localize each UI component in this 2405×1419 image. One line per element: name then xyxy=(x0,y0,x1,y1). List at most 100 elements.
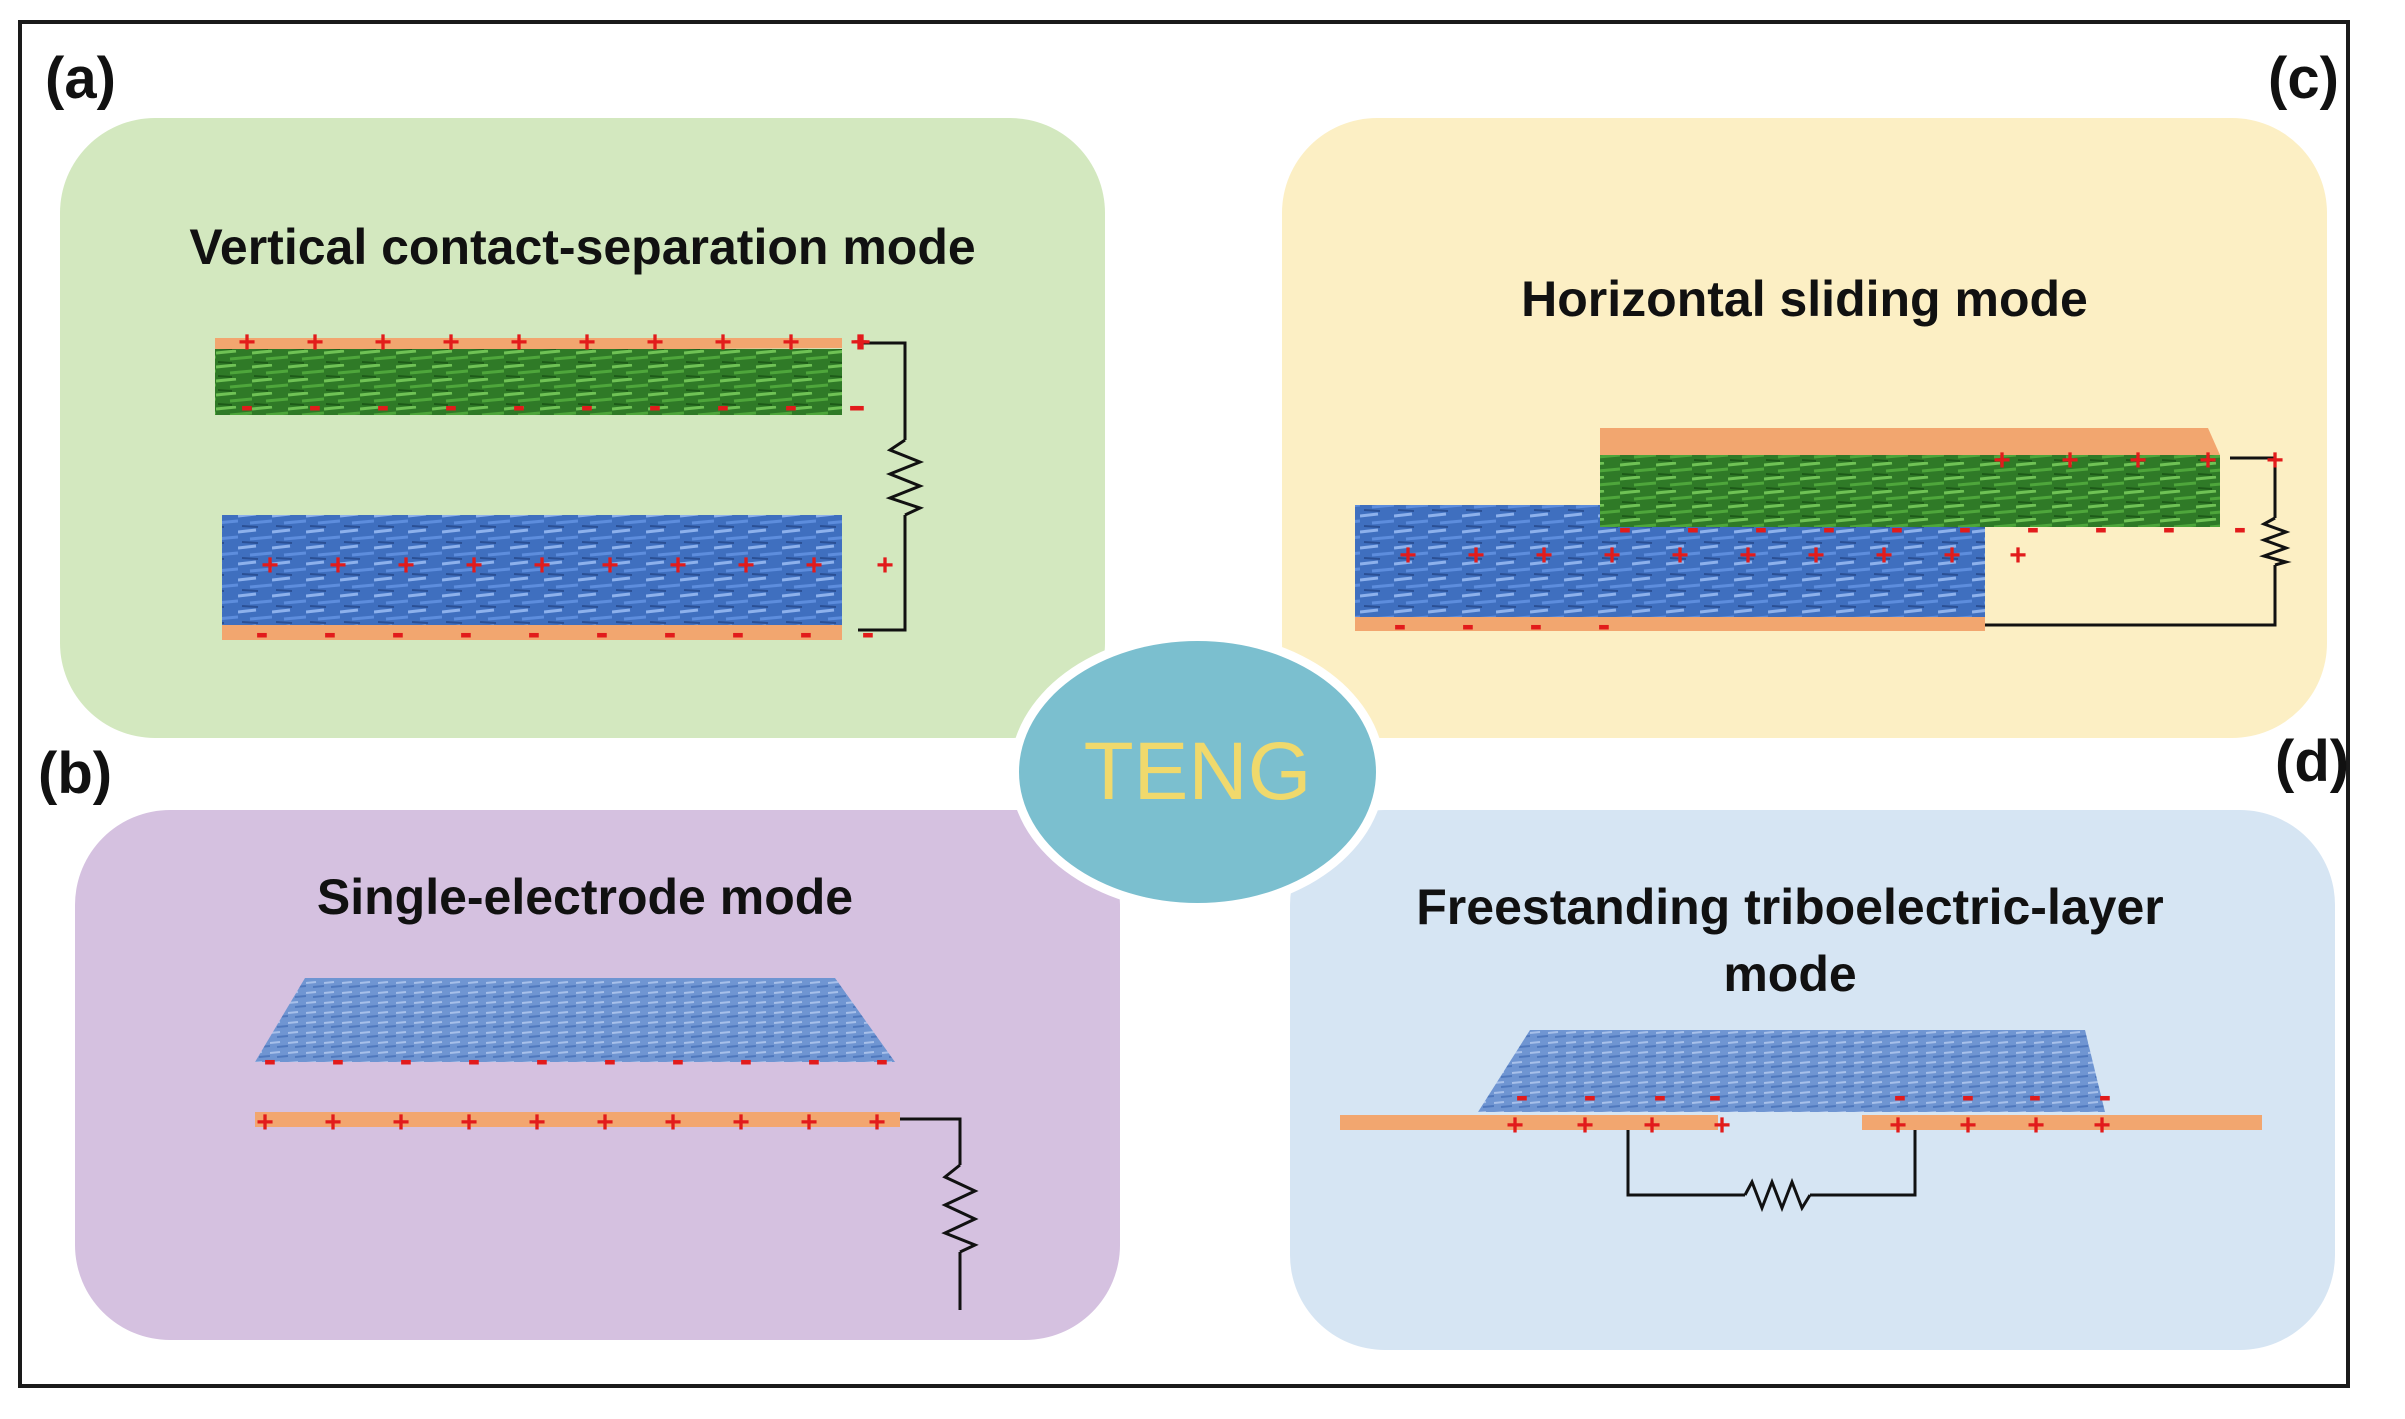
negative-charge: - xyxy=(740,1039,753,1081)
negative-charge: - xyxy=(849,385,862,427)
title-vertical-contact-separation: Vertical contact-separation mode xyxy=(189,219,976,275)
negative-charge: - xyxy=(808,1039,821,1081)
negative-charge: - xyxy=(1755,507,1768,549)
negative-charge: - xyxy=(536,1039,549,1081)
negative-charge: - xyxy=(649,385,662,427)
positive-charge: + xyxy=(850,326,868,359)
positive-charge: + xyxy=(533,549,551,582)
positive-charge: + xyxy=(1671,539,1689,572)
external-circuit-wire-d xyxy=(1626,1130,1917,1197)
external-circuit-wire xyxy=(858,341,907,632)
positive-charge: + xyxy=(868,1106,886,1139)
negative-charge: - xyxy=(1584,1075,1597,1117)
negative-charge: - xyxy=(392,612,405,654)
negative-charge: - xyxy=(1823,507,1836,549)
positive-charge: + xyxy=(578,326,596,359)
teng-label: TENG xyxy=(1083,726,1312,817)
negative-charge: - xyxy=(581,385,594,427)
negative-charge: - xyxy=(1530,604,1543,646)
negative-charge: - xyxy=(400,1039,413,1081)
positive-charge: + xyxy=(1603,539,1621,572)
positive-charge: + xyxy=(1643,1109,1661,1142)
positive-charge: + xyxy=(329,549,347,582)
title-horizontal-sliding: Horizontal sliding mode xyxy=(1521,271,2088,327)
bottom-electrode-c xyxy=(1355,617,1985,631)
positive-charge: + xyxy=(1506,1109,1524,1142)
negative-charge: - xyxy=(2027,507,2040,549)
blue-triboelectric-sheet xyxy=(255,978,895,1062)
negative-charge: - xyxy=(332,1039,345,1081)
negative-charge: - xyxy=(468,1039,481,1081)
positive-charge: + xyxy=(442,326,460,359)
negative-charge: - xyxy=(324,612,337,654)
positive-charge: + xyxy=(646,326,664,359)
negative-charge: - xyxy=(377,385,390,427)
positive-charge: + xyxy=(2266,444,2284,477)
title-freestanding-line1: Freestanding triboelectric-layer xyxy=(1416,879,2164,935)
charge-markers: +++++++++++-----------++++++++++--------… xyxy=(238,326,2284,1142)
positive-charge: + xyxy=(853,326,871,359)
positive-charge: + xyxy=(714,326,732,359)
green-triboelectric-layer-c xyxy=(1600,455,2220,527)
positive-charge: + xyxy=(306,326,324,359)
ground-electrode xyxy=(255,1112,900,1127)
negative-charge: - xyxy=(1462,604,1475,646)
negative-charge: - xyxy=(2099,1075,2112,1117)
positive-charge: + xyxy=(2093,1109,2111,1142)
negative-charge: - xyxy=(862,612,875,654)
negative-charge: - xyxy=(460,612,473,654)
positive-charge: + xyxy=(1713,1109,1731,1142)
negative-charge: - xyxy=(785,385,798,427)
positive-charge: + xyxy=(876,549,894,582)
positive-charge: + xyxy=(261,549,279,582)
title-single-electrode: Single-electrode mode xyxy=(316,869,854,925)
positive-charge: + xyxy=(664,1106,682,1139)
negative-charge: - xyxy=(528,612,541,654)
vertical-mode-device xyxy=(215,338,925,640)
negative-charge: - xyxy=(800,612,813,654)
positive-charge: + xyxy=(397,549,415,582)
external-circuit-wire-c xyxy=(1985,456,2277,627)
negative-charge: - xyxy=(1619,507,1632,549)
positive-charge: + xyxy=(1993,444,2011,477)
positive-charge: + xyxy=(1959,1109,1977,1142)
sliding-mode-device xyxy=(1355,428,2292,631)
negative-charge: - xyxy=(853,385,866,427)
title-freestanding-line2: mode xyxy=(1723,946,1857,1002)
positive-charge: + xyxy=(737,549,755,582)
positive-charge: + xyxy=(1467,539,1485,572)
positive-charge: + xyxy=(1399,539,1417,572)
positive-charge: + xyxy=(465,549,483,582)
negative-charge: - xyxy=(732,612,745,654)
positive-charge: + xyxy=(805,549,823,582)
positive-charge: + xyxy=(596,1106,614,1139)
load-resistor-b xyxy=(941,1163,979,1254)
negative-charge: - xyxy=(2234,507,2247,549)
negative-charge: - xyxy=(1962,1075,1975,1117)
negative-charge: - xyxy=(1959,507,1972,549)
positive-charge: + xyxy=(800,1106,818,1139)
panel-label-b: (b) xyxy=(38,741,113,806)
negative-charge: - xyxy=(2163,507,2176,549)
positive-charge: + xyxy=(324,1106,342,1139)
panel-label-d: (d) xyxy=(2275,729,2350,794)
negative-charge: - xyxy=(717,385,730,427)
positive-charge: + xyxy=(392,1106,410,1139)
negative-charge: - xyxy=(445,385,458,427)
negative-charge: - xyxy=(513,385,526,427)
load-resistor-c xyxy=(2259,516,2292,567)
negative-charge: - xyxy=(664,612,677,654)
negative-charge: - xyxy=(1394,604,1407,646)
positive-charge: + xyxy=(732,1106,750,1139)
ground-wire xyxy=(900,1117,962,1310)
positive-charge: + xyxy=(669,549,687,582)
negative-charge: - xyxy=(1598,604,1611,646)
negative-charge: - xyxy=(2029,1075,2042,1117)
blue-triboelectric-layer xyxy=(222,515,842,625)
positive-charge: + xyxy=(460,1106,478,1139)
negative-charge: - xyxy=(264,1039,277,1081)
panel-label-a: (a) xyxy=(45,46,116,111)
positive-charge: + xyxy=(601,549,619,582)
left-electrode-d xyxy=(1340,1115,1718,1130)
negative-charge: - xyxy=(2095,507,2108,549)
